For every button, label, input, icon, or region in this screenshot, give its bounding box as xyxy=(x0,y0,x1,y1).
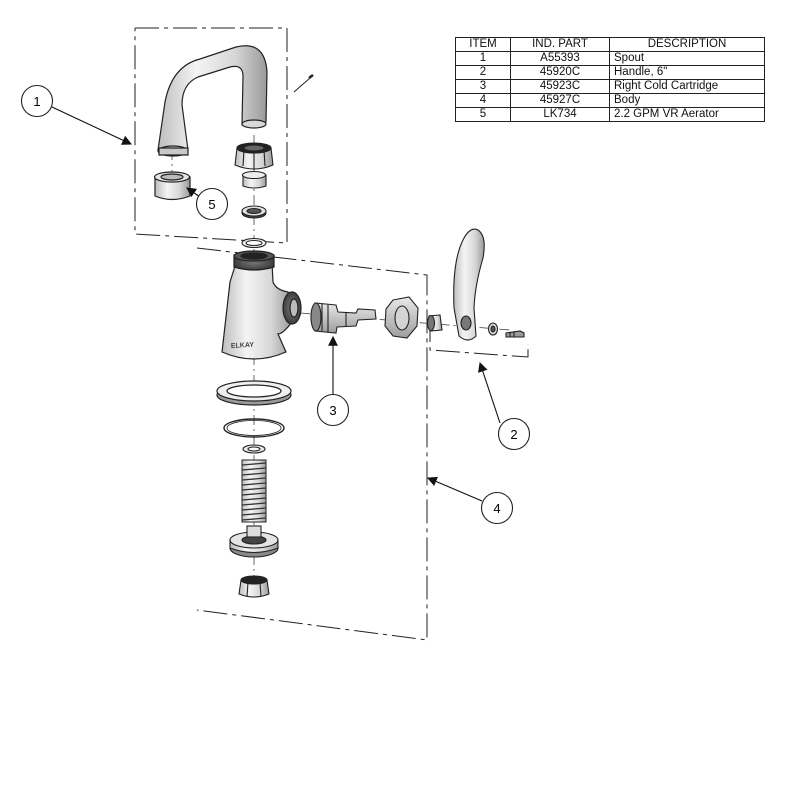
handle-group-outline xyxy=(429,318,529,358)
row-item: 2 xyxy=(455,65,511,80)
handle-icon xyxy=(426,228,525,341)
aerator-icon xyxy=(153,171,191,201)
row-part: 45920C xyxy=(510,65,610,80)
lock-nut-icon xyxy=(229,525,279,558)
washer-icon xyxy=(241,205,267,219)
leader-lines xyxy=(51,106,501,502)
parts-table-header: ITEM IND. PART DESCRIPTION xyxy=(455,37,765,52)
svg-text:4: 4 xyxy=(493,501,500,516)
row-part: A55393 xyxy=(510,51,610,66)
body-brand-label: ELKAY xyxy=(231,342,255,350)
row-item: 4 xyxy=(455,93,511,108)
row-description: Right Cold Cartridge xyxy=(609,79,765,94)
spout-group-outline xyxy=(134,27,288,244)
row-item: 3 xyxy=(455,79,511,94)
shank-washer-icon xyxy=(242,444,266,454)
table-row: 3 45923C Right Cold Cartridge xyxy=(455,79,765,94)
faucet-body-icon: ELKAY xyxy=(221,250,302,360)
o-ring-icon xyxy=(241,237,267,249)
spout-nut-icon xyxy=(234,142,274,170)
header-item: ITEM xyxy=(455,37,511,52)
svg-text:1: 1 xyxy=(33,94,40,109)
body-group-outline xyxy=(196,247,428,641)
header-description: DESCRIPTION xyxy=(609,37,765,52)
row-part: 45927C xyxy=(510,93,610,108)
row-description: Handle, 6" xyxy=(609,65,765,80)
svg-text:5: 5 xyxy=(208,197,215,212)
callout-2: 2 xyxy=(497,417,531,451)
threaded-shank-icon xyxy=(241,459,267,523)
callout-3: 3 xyxy=(316,393,350,427)
coupling-nut-icon xyxy=(238,575,270,598)
callout-5: 5 xyxy=(195,187,229,221)
row-description: 2.2 GPM VR Aerator xyxy=(609,107,765,122)
spout-icon xyxy=(157,45,314,157)
svg-text:2: 2 xyxy=(510,427,517,442)
lower-o-ring-icon xyxy=(223,418,285,438)
table-row: 4 45927C Body xyxy=(455,93,765,108)
table-row: 5 LK734 2.2 GPM VR Aerator xyxy=(455,107,765,122)
sleeve-icon xyxy=(241,170,267,189)
svg-text:3: 3 xyxy=(329,403,336,418)
parts-list-table: ITEM IND. PART DESCRIPTION 1 A55393 Spou… xyxy=(455,37,765,122)
index-ring-icon xyxy=(384,296,419,339)
table-row: 2 45920C Handle, 6" xyxy=(455,65,765,80)
row-item: 1 xyxy=(455,51,511,66)
gasket-icon xyxy=(216,380,292,406)
callout-1: 1 xyxy=(20,84,54,118)
row-description: Body xyxy=(609,93,765,108)
row-description: Spout xyxy=(609,51,765,66)
cartridge-icon xyxy=(310,302,377,334)
callout-4: 4 xyxy=(480,491,514,525)
row-item: 5 xyxy=(455,107,511,122)
row-part: 45923C xyxy=(510,79,610,94)
row-part: LK734 xyxy=(510,107,610,122)
table-row: 1 A55393 Spout xyxy=(455,51,765,66)
header-part: IND. PART xyxy=(510,37,610,52)
